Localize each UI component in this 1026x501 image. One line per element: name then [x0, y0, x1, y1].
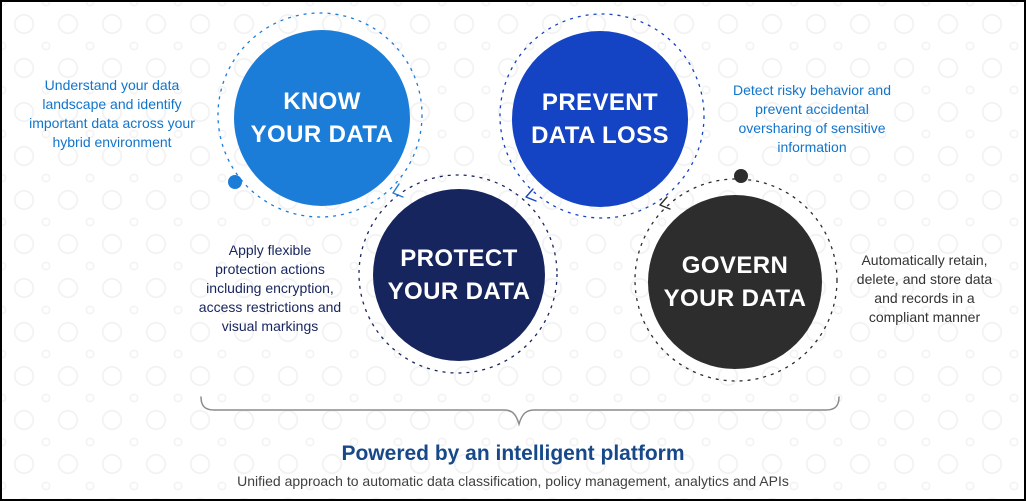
- protect-annotation: Apply flexible protection actions includ…: [198, 242, 342, 335]
- govern-annotation: Automatically retain, delete, and store …: [856, 252, 993, 326]
- circle-know-your-data: KNOW YOUR DATA: [234, 30, 410, 206]
- circle-protect-your-data: PROTECT YOUR DATA: [373, 189, 545, 361]
- know-annotation: Understand your data landscape and ident…: [29, 77, 195, 151]
- circle-protect-label: PROTECT YOUR DATA: [387, 244, 531, 305]
- know-orbit-ring: [217, 12, 423, 218]
- footer-subtitle: Unified approach to automatic data class…: [237, 473, 789, 489]
- circle-prevent-data-loss: PREVENT DATA LOSS: [512, 31, 688, 207]
- footer-title: Powered by an intelligent platform: [341, 442, 685, 465]
- prevent-annotation: Detect risky behavior and prevent accide…: [733, 82, 891, 156]
- govern-orbit-arrow-icon: [659, 196, 671, 210]
- protect-orbit-ring: [358, 174, 558, 374]
- know-orbit-dot: [228, 175, 242, 189]
- circle-know-label: KNOW YOUR DATA: [250, 87, 394, 148]
- govern-orbit-dot: [734, 169, 748, 183]
- circle-govern-label: GOVERN YOUR DATA: [663, 251, 807, 312]
- prevent-orbit-ring: [499, 13, 705, 219]
- prevent-orbit-arrow-icon: [525, 188, 537, 202]
- know-orbit-arrow-icon: [392, 183, 404, 198]
- circle-govern-your-data: GOVERN YOUR DATA: [648, 195, 822, 369]
- brace-icon: [200, 396, 840, 427]
- circle-prevent-label: PREVENT DATA LOSS: [531, 88, 669, 149]
- govern-orbit-ring: [634, 178, 838, 382]
